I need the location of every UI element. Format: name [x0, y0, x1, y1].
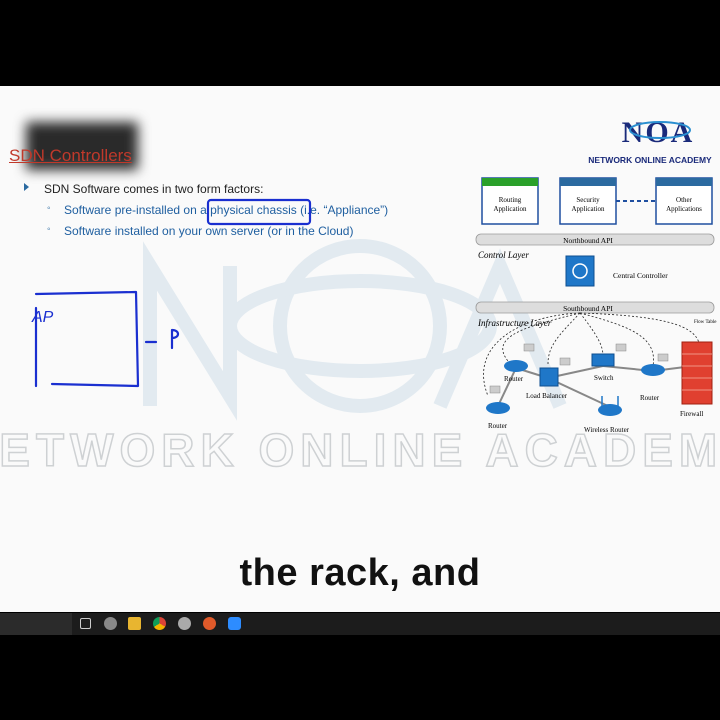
infrastructure-layer-label: Infrastructure Layer — [477, 318, 552, 328]
switch-label: Switch — [594, 374, 614, 382]
video-caption: the rack, and — [239, 552, 481, 594]
app-routing: Routing Application — [481, 177, 539, 225]
router-label-2: Router — [640, 394, 660, 402]
file-explorer-icon[interactable] — [128, 617, 141, 630]
media-icon[interactable] — [203, 617, 216, 630]
app-security-label-2: Application — [571, 205, 605, 213]
settings-icon[interactable] — [104, 617, 117, 630]
app-routing-label-1: Routing — [499, 196, 522, 204]
watermark: NETWORK ONLINE ACADEMY — [0, 239, 720, 477]
logo-tagline: NETWORK ONLINE ACADEMY — [588, 155, 712, 165]
load-balancer-icon — [539, 357, 571, 387]
sub-bullet-1-text-b: physical chassis — [210, 203, 297, 217]
firewall-label: Firewall — [680, 410, 703, 418]
southbound-api-label: Southbound API — [563, 304, 613, 313]
sub-bullet-1-text-a: Software pre-installed on a — [64, 203, 207, 217]
app-other: Other Applications — [655, 177, 713, 225]
app-other-label-2: Applications — [666, 205, 702, 213]
app-security-label-1: Security — [576, 196, 600, 204]
wireless-router-label: Wireless Router — [584, 426, 630, 434]
chrome-icon[interactable] — [153, 617, 166, 630]
router-icon — [486, 385, 510, 414]
watermark-text: NETWORK ONLINE ACADEMY — [0, 424, 720, 476]
sdn-diagram: NOA NETWORK ONLINE ACADEMY Routing Appli… — [475, 116, 717, 434]
zoom-icon[interactable] — [228, 617, 241, 630]
slide: NETWORK ONLINE ACADEMY SDN Controllers S… — [0, 86, 720, 612]
firewall-icon — [681, 341, 713, 405]
northbound-api-label: Northbound API — [563, 236, 613, 245]
switch-icon — [591, 343, 627, 367]
central-controller-label: Central Controller — [613, 271, 668, 280]
taskbar-search[interactable] — [0, 613, 72, 635]
wireless-router-icon — [598, 396, 622, 416]
sub-bullet-1: Software pre-installed on a physical cha… — [64, 203, 388, 217]
noa-logo: NOA NETWORK ONLINE ACADEMY — [588, 116, 712, 165]
router-label-1: Router — [504, 375, 524, 383]
load-balancer-label: Load Balancer — [526, 392, 568, 400]
slide-title: SDN Controllers — [9, 146, 132, 165]
sub-bullet-1-text-c: (i.e. “Appliance”) — [300, 203, 389, 217]
router-icon — [641, 353, 669, 376]
blurred-region — [26, 122, 138, 170]
app-icon[interactable] — [178, 617, 191, 630]
taskbar — [0, 613, 720, 635]
bullet-arrow-icon — [24, 183, 29, 191]
bullet-main: SDN Software comes in two form factors: — [44, 182, 264, 196]
task-view-icon[interactable] — [80, 618, 91, 629]
sub-bullet-circle-icon: ◦ — [47, 203, 51, 214]
sub-bullet-circle-icon: ◦ — [47, 224, 51, 235]
control-layer-label: Control Layer — [478, 250, 529, 260]
central-controller-icon — [565, 255, 595, 287]
app-routing-label-2: Application — [493, 205, 527, 213]
router-label-3: Router — [488, 422, 508, 430]
flow-table-label: Flow Table — [694, 320, 717, 325]
sub-bullet-2: Software installed on your own server (o… — [64, 224, 354, 238]
router-icon — [504, 343, 535, 372]
app-other-label-1: Other — [676, 196, 693, 204]
app-security: Security Application — [559, 177, 617, 225]
